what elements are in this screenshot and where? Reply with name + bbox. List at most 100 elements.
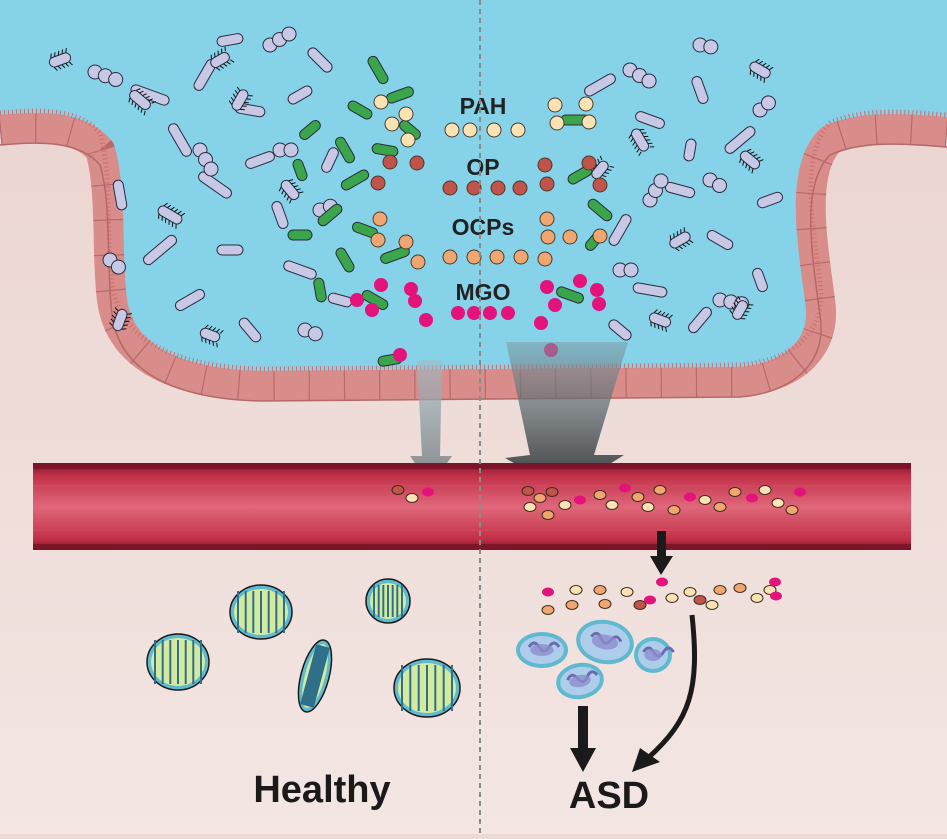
- ocps-particle: [533, 493, 547, 503]
- mgo-particle: [501, 306, 515, 320]
- bacteria-rod: [752, 267, 768, 293]
- bacteria-rod: [271, 201, 289, 229]
- ocps-particle: [565, 600, 579, 610]
- translocation-arrow-healthy: [410, 360, 452, 486]
- label-mgo: MGO: [456, 279, 511, 305]
- mitochondrion-damaged: [516, 632, 568, 668]
- bacteria-rod: [307, 47, 333, 73]
- bacteria-flagellated: [749, 58, 774, 83]
- bacteria-rod: [216, 244, 244, 256]
- mgo-particle: [422, 487, 434, 497]
- pah-particle: [405, 493, 419, 503]
- basal-outline: [0, 142, 947, 402]
- mgo-particle: [408, 294, 422, 308]
- ocps-particle: [631, 492, 645, 502]
- ocps-particle: [541, 510, 555, 520]
- ocps-particle: [728, 487, 742, 497]
- op-particle: [442, 180, 458, 196]
- bacteria-rod-green: [287, 229, 313, 241]
- pah-particle: [758, 485, 772, 495]
- bacteria-rod-green: [292, 158, 308, 182]
- mgo-particle: [548, 298, 562, 312]
- mitochondrion-damaged: [576, 619, 634, 665]
- op-particle: [382, 154, 398, 170]
- pah-particle: [523, 502, 537, 512]
- mgo-particle: [540, 280, 554, 294]
- arrow-vessel-down: [650, 531, 673, 575]
- bacteria-rod-green: [335, 136, 355, 164]
- bacteria-cocci: [622, 62, 657, 89]
- mitochondrion-damaged: [556, 662, 604, 700]
- mgo-particle: [419, 313, 433, 327]
- compound-particles: [350, 94, 608, 362]
- bacteria-cocci: [262, 26, 297, 53]
- pah-particle: [665, 593, 679, 603]
- label-pah: PAH: [460, 93, 507, 119]
- mgo-particle: [770, 591, 782, 601]
- ocps-particle: [592, 228, 608, 244]
- bacteria-rod-green: [317, 203, 343, 227]
- epithelium-layer: [0, 113, 947, 401]
- bacteria-cocci: [102, 252, 126, 275]
- pah-particle: [373, 94, 389, 110]
- bacteria-flagellated: [648, 309, 673, 332]
- op-particle: [545, 487, 559, 497]
- label-op: OP: [466, 154, 499, 180]
- bacteria-rod: [130, 84, 170, 106]
- gut-bacteria: [48, 26, 784, 367]
- mgo-particle: [404, 282, 418, 296]
- bacteria-flagellated: [128, 88, 156, 116]
- mitochondrion-healthy: [297, 639, 333, 713]
- label-ocps: OCPs: [452, 214, 515, 240]
- pah-particle: [641, 502, 655, 512]
- ocps-particle: [653, 485, 667, 495]
- op-particle: [512, 180, 528, 196]
- ocps-particle: [513, 249, 529, 265]
- ocps-particle: [562, 229, 578, 245]
- op-particle: [391, 485, 405, 495]
- arrow-compounds-to-asd: [632, 614, 697, 772]
- op-particle: [592, 177, 608, 193]
- pah-particle: [558, 500, 572, 510]
- pah-particle: [578, 96, 594, 112]
- mitochondrion-damaged: [634, 637, 675, 673]
- ocps-particle: [372, 211, 388, 227]
- bacteria-rod: [683, 138, 697, 162]
- bacteria-rod-green: [587, 198, 613, 222]
- mgo-particle: [467, 306, 481, 320]
- op-particle: [490, 180, 506, 196]
- bacteria-cocci: [192, 142, 219, 177]
- op-particle: [581, 155, 597, 171]
- ocps-particle: [667, 505, 681, 515]
- bacteria-cocci: [612, 262, 639, 278]
- op-particle: [370, 175, 386, 191]
- mgo-particle: [374, 278, 388, 292]
- bacteria-rod: [706, 230, 734, 250]
- bacteria-rod: [756, 191, 784, 209]
- bacteria-cocci: [642, 173, 669, 208]
- bacteria-rod: [287, 85, 313, 105]
- ocps-particle: [733, 583, 747, 593]
- bacteria-rod: [608, 319, 632, 341]
- bacteria-flagellated: [48, 48, 73, 71]
- mitochondrion-healthy: [146, 633, 210, 691]
- translocation-arrow-asd: [505, 342, 628, 492]
- bacteria-flagellated: [199, 324, 224, 348]
- label-healthy: Healthy: [253, 769, 390, 811]
- ocps-particle: [598, 599, 612, 609]
- pah-particle: [605, 500, 619, 510]
- pah-particle: [547, 97, 563, 113]
- ocps-particle: [489, 249, 505, 265]
- bacteria-rod-green: [313, 277, 327, 303]
- bacteria-rod: [238, 317, 262, 343]
- bacteria-rod: [635, 111, 665, 129]
- mgo-particle: [451, 306, 465, 320]
- op-particle: [633, 600, 647, 610]
- ocps-particle: [593, 585, 607, 595]
- bacteria-flagellated: [109, 307, 132, 332]
- ocps-particle: [442, 249, 458, 265]
- bacteria-flagellated: [729, 295, 754, 320]
- bacteria-rod-green: [371, 143, 399, 157]
- mitochondrion-healthy: [229, 584, 293, 640]
